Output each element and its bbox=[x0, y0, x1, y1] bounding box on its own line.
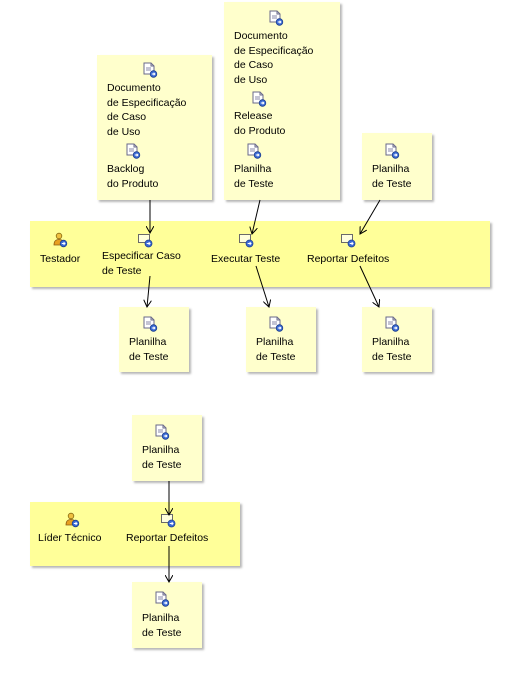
role-testador-label: Testador bbox=[40, 253, 81, 265]
task-executar-label: Executar Teste bbox=[211, 253, 281, 265]
output-box-reportar bbox=[362, 307, 432, 372]
artifact-planilha-label: Planilha de Teste bbox=[372, 336, 412, 363]
activity-band-lider-tecnico bbox=[30, 502, 240, 566]
artifact-planilha-label: Planilha de Teste bbox=[234, 163, 274, 190]
role-lider-tecnico-label: Líder Técnico bbox=[38, 532, 102, 544]
input-box-executar bbox=[224, 2, 340, 200]
artifact-doc-caso-uso-label: Documento de Especificação de Caso de Us… bbox=[107, 82, 187, 138]
connector-arrow bbox=[359, 265, 379, 307]
task-reportar-label: Reportar Defeitos bbox=[307, 253, 390, 265]
connector-arrow bbox=[255, 265, 269, 307]
artifact-backlog-label: Backlog do Produto bbox=[107, 163, 159, 190]
connector-arrow bbox=[147, 275, 150, 307]
output-box-executar bbox=[246, 307, 316, 372]
artifact-planilha-label: Planilha de Teste bbox=[142, 444, 182, 471]
activity-band-testador bbox=[30, 221, 490, 287]
task-reportar-label: Reportar Defeitos bbox=[126, 532, 209, 544]
input-box-especificar bbox=[97, 55, 212, 200]
artifact-planilha-label: Planilha de Teste bbox=[256, 336, 296, 363]
artifact-planilha-label: Planilha de Teste bbox=[129, 336, 169, 363]
output-box-reportar-lider bbox=[132, 582, 202, 648]
input-box-reportar-lider bbox=[132, 415, 202, 481]
artifact-planilha-label: Planilha de Teste bbox=[142, 612, 182, 639]
connector-arrow bbox=[252, 199, 261, 234]
input-box-reportar bbox=[362, 133, 432, 200]
artifact-doc-caso-uso-label: Documento de Especificação de Caso de Us… bbox=[234, 30, 314, 86]
connector-arrow bbox=[360, 199, 381, 234]
output-box-especificar bbox=[119, 307, 189, 372]
artifact-release-label: Release do Produto bbox=[234, 110, 286, 137]
task-especificar-label: Especificar Caso de Teste bbox=[102, 250, 181, 277]
artifact-planilha-label: Planilha de Teste bbox=[372, 163, 412, 190]
